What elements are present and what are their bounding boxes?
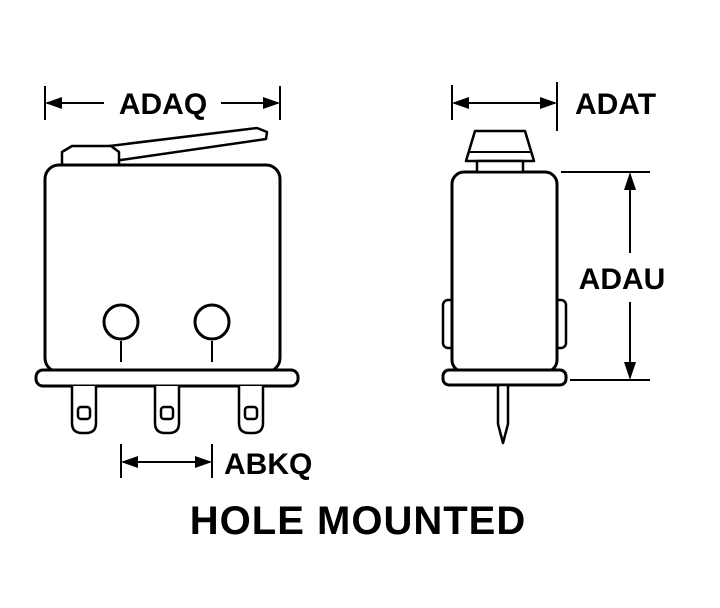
- dimension-label-adat: ADAT: [575, 88, 656, 121]
- side-base-flange: [441, 368, 568, 387]
- plunger-cap: [464, 129, 536, 163]
- arrowhead-up: [624, 172, 636, 190]
- diagram-caption: HOLE MOUNTED: [190, 499, 526, 543]
- front-view: [34, 126, 300, 435]
- dimension-abkq: ABKQ: [120, 444, 312, 481]
- front-base-flange: [34, 368, 300, 388]
- side-body: [450, 170, 559, 374]
- terminal-left: [70, 386, 98, 435]
- terminal-right: [237, 386, 265, 435]
- arrowhead-right: [195, 456, 212, 468]
- dimension-adau: ADAU: [561, 171, 666, 381]
- terminal-middle: [153, 386, 181, 435]
- lever-hinge-block: [60, 144, 121, 167]
- terminal-hole: [76, 405, 92, 421]
- arrowhead-right: [540, 97, 557, 109]
- arrowhead-left: [121, 456, 138, 468]
- dimension-label-abkq: ABKQ: [224, 448, 312, 481]
- dimension-adaq: ADAQ: [44, 86, 281, 121]
- plunger-neck: [475, 159, 525, 174]
- arrowhead-right: [263, 97, 280, 109]
- terminal-hole: [159, 405, 175, 421]
- arrowhead-left: [45, 97, 62, 109]
- side-pin: [496, 383, 510, 445]
- dimension-label-adaq: ADAQ: [119, 88, 207, 121]
- terminal-hole: [243, 405, 259, 421]
- front-body: [43, 163, 282, 374]
- dimension-label-adau: ADAU: [579, 263, 666, 296]
- arrowhead-left: [452, 97, 469, 109]
- mounting-hole-left: [102, 303, 140, 341]
- side-view: [441, 129, 568, 445]
- dimension-adat: ADAT: [451, 82, 656, 131]
- mounting-hole-right: [193, 303, 231, 341]
- arrowhead-down: [624, 362, 636, 380]
